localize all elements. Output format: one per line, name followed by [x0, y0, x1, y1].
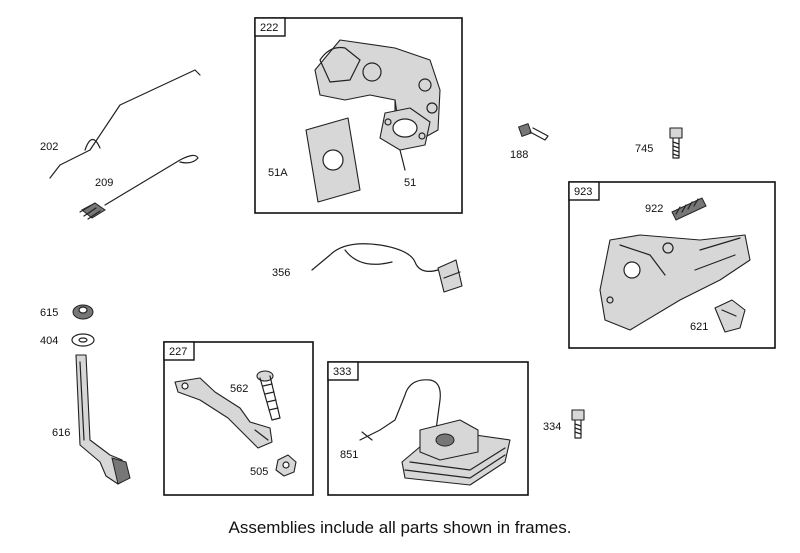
part-label-202: 202 — [40, 141, 58, 153]
gasket-51-drawing — [379, 107, 431, 171]
part-label-404: 404 — [40, 335, 58, 347]
part-label-334: 334 — [543, 421, 561, 433]
frame-222-label: 222 — [260, 22, 278, 34]
gasket-51A-drawing — [305, 117, 361, 203]
part-label-188: 188 — [510, 149, 528, 161]
frame-333: 333 — [327, 361, 529, 496]
frame-333-label: 333 — [333, 366, 351, 378]
part-label-356: 356 — [272, 267, 290, 279]
part-label-615: 615 — [40, 307, 58, 319]
nut-505-drawing — [275, 454, 297, 477]
throttle-lever-drawing — [174, 377, 273, 449]
nut-615-drawing — [72, 304, 94, 320]
spring-209-drawing — [79, 154, 199, 220]
frame-923: 923 — [568, 181, 776, 349]
part-label-51: 51 — [404, 177, 416, 189]
clip-621-drawing — [714, 299, 746, 333]
frame-227: 227 — [163, 341, 314, 496]
screw-562-drawing — [256, 370, 281, 421]
governor-link-202-drawing — [49, 69, 201, 179]
spring-922-drawing — [671, 197, 707, 221]
bolt-745-drawing — [669, 127, 683, 159]
control-plate-drawing — [599, 234, 751, 331]
lever-616-drawing — [75, 354, 131, 485]
bolt-334-drawing — [571, 409, 585, 439]
part-label-505: 505 — [250, 466, 268, 478]
part-label-621: 621 — [690, 321, 708, 333]
part-label-51A: 51A — [268, 167, 288, 179]
washer-404-drawing — [71, 333, 95, 347]
part-label-745: 745 — [635, 143, 653, 155]
frame-923-label: 923 — [574, 186, 592, 198]
part-label-209: 209 — [95, 177, 113, 189]
ignition-armature-drawing — [359, 379, 511, 486]
frame-227-label: 227 — [169, 346, 187, 358]
part-label-562: 562 — [230, 383, 248, 395]
bolt-188-drawing — [517, 122, 549, 141]
part-label-851: 851 — [340, 449, 358, 461]
assembly-caption: Assemblies include all parts shown in fr… — [228, 518, 572, 537]
part-label-616: 616 — [52, 427, 70, 439]
part-label-922: 922 — [645, 203, 663, 215]
frame-222: 222 — [254, 17, 463, 214]
ground-wire-356-drawing — [311, 243, 463, 293]
